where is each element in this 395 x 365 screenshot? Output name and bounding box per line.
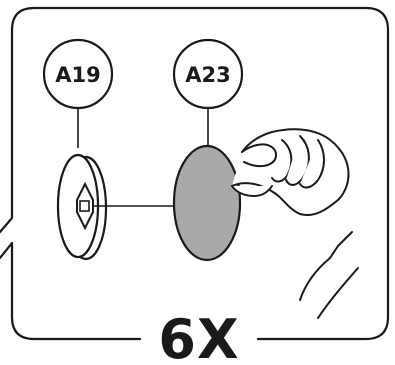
callout-a19: A19 xyxy=(42,38,114,148)
hand-holding-pad-icon xyxy=(231,128,359,319)
step-frame xyxy=(0,6,390,341)
callout-a19-label: A19 xyxy=(55,63,100,87)
part-a19-disc-icon xyxy=(56,153,108,261)
quantity-label: 6X xyxy=(158,308,239,365)
part-a23-pad-icon xyxy=(172,144,242,262)
diamond-marker-icon xyxy=(76,181,94,231)
callout-a23-label: A23 xyxy=(185,63,230,87)
callout-a23: A23 xyxy=(172,38,244,150)
